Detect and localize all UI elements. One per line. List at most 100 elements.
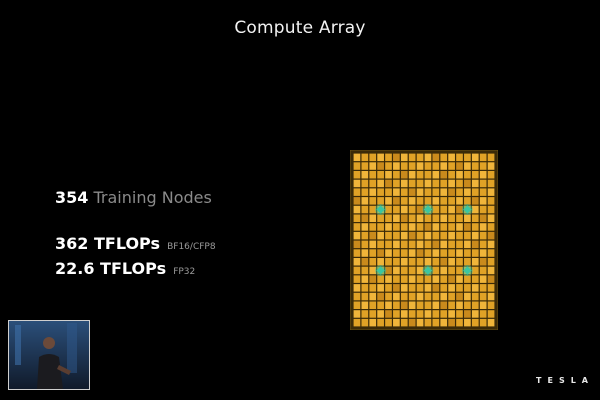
training-node bbox=[448, 301, 455, 309]
training-node bbox=[385, 301, 392, 309]
training-node bbox=[369, 284, 377, 292]
training-node bbox=[448, 188, 455, 196]
training-node bbox=[456, 231, 463, 240]
training-node bbox=[408, 284, 416, 292]
training-node bbox=[471, 214, 479, 222]
training-node bbox=[353, 301, 361, 309]
training-node bbox=[416, 197, 424, 205]
training-node bbox=[408, 205, 416, 214]
training-node bbox=[408, 301, 416, 309]
training-node bbox=[487, 266, 495, 275]
training-node bbox=[487, 301, 495, 309]
training-node bbox=[361, 162, 369, 170]
training-node bbox=[432, 266, 440, 275]
training-node bbox=[353, 231, 361, 240]
training-node bbox=[416, 214, 424, 222]
training-node bbox=[416, 310, 424, 318]
training-node bbox=[408, 162, 416, 170]
training-node bbox=[385, 205, 392, 214]
training-node bbox=[471, 258, 479, 266]
fp32-suffix: FP32 bbox=[173, 267, 196, 277]
training-node bbox=[400, 240, 408, 249]
training-node bbox=[369, 188, 377, 196]
training-node bbox=[393, 153, 400, 162]
training-node bbox=[361, 301, 369, 309]
training-node bbox=[456, 162, 463, 170]
training-node bbox=[471, 292, 479, 301]
training-node bbox=[487, 162, 495, 170]
training-node bbox=[424, 310, 432, 318]
training-node bbox=[353, 188, 361, 196]
training-node bbox=[456, 205, 463, 214]
training-node bbox=[400, 231, 408, 240]
training-node bbox=[448, 249, 455, 257]
training-node bbox=[361, 179, 369, 188]
node-highlight bbox=[463, 266, 472, 275]
training-node bbox=[424, 197, 432, 205]
training-node bbox=[440, 153, 448, 162]
training-node bbox=[487, 258, 495, 266]
training-node bbox=[448, 240, 455, 249]
training-node bbox=[432, 258, 440, 266]
training-node bbox=[464, 301, 471, 309]
training-node bbox=[369, 258, 377, 266]
training-node bbox=[369, 223, 377, 231]
training-node bbox=[369, 249, 377, 257]
training-node bbox=[353, 249, 361, 257]
training-node bbox=[353, 179, 361, 188]
training-node bbox=[416, 231, 424, 240]
training-node bbox=[400, 223, 408, 231]
training-node bbox=[385, 188, 392, 196]
training-node bbox=[369, 292, 377, 301]
training-node bbox=[424, 223, 432, 231]
training-node bbox=[393, 214, 400, 222]
training-node bbox=[400, 188, 408, 196]
training-node bbox=[448, 162, 455, 170]
training-node bbox=[385, 153, 392, 162]
training-node bbox=[471, 188, 479, 196]
training-node bbox=[408, 292, 416, 301]
training-node bbox=[393, 258, 400, 266]
training-node bbox=[385, 258, 392, 266]
training-node bbox=[385, 310, 392, 318]
training-node bbox=[393, 223, 400, 231]
training-node bbox=[400, 162, 408, 170]
training-node bbox=[464, 223, 471, 231]
training-node bbox=[400, 197, 408, 205]
training-node bbox=[448, 266, 455, 275]
training-node bbox=[408, 240, 416, 249]
training-node bbox=[393, 240, 400, 249]
training-node bbox=[385, 266, 392, 275]
training-node bbox=[479, 292, 487, 301]
training-node bbox=[432, 249, 440, 257]
training-node bbox=[393, 162, 400, 170]
training-node bbox=[416, 258, 424, 266]
training-node bbox=[408, 275, 416, 283]
training-node bbox=[361, 197, 369, 205]
training-node bbox=[377, 240, 384, 249]
training-node bbox=[456, 153, 463, 162]
training-node bbox=[456, 284, 463, 292]
training-node bbox=[416, 275, 424, 283]
bf16-suffix: BF16/CFP8 bbox=[167, 242, 216, 252]
training-node bbox=[353, 284, 361, 292]
training-node bbox=[393, 318, 400, 327]
training-node bbox=[424, 179, 432, 188]
training-node bbox=[432, 205, 440, 214]
training-node bbox=[464, 275, 471, 283]
training-node bbox=[456, 214, 463, 222]
training-node bbox=[361, 153, 369, 162]
training-node bbox=[385, 275, 392, 283]
training-node bbox=[400, 153, 408, 162]
training-node bbox=[385, 214, 392, 222]
training-node bbox=[393, 179, 400, 188]
slide-title: Compute Array bbox=[234, 18, 366, 38]
training-node bbox=[424, 301, 432, 309]
training-node bbox=[479, 197, 487, 205]
training-node bbox=[487, 179, 495, 188]
training-node bbox=[416, 162, 424, 170]
training-node bbox=[440, 188, 448, 196]
training-node bbox=[393, 266, 400, 275]
training-node bbox=[377, 214, 384, 222]
training-node bbox=[369, 266, 377, 275]
